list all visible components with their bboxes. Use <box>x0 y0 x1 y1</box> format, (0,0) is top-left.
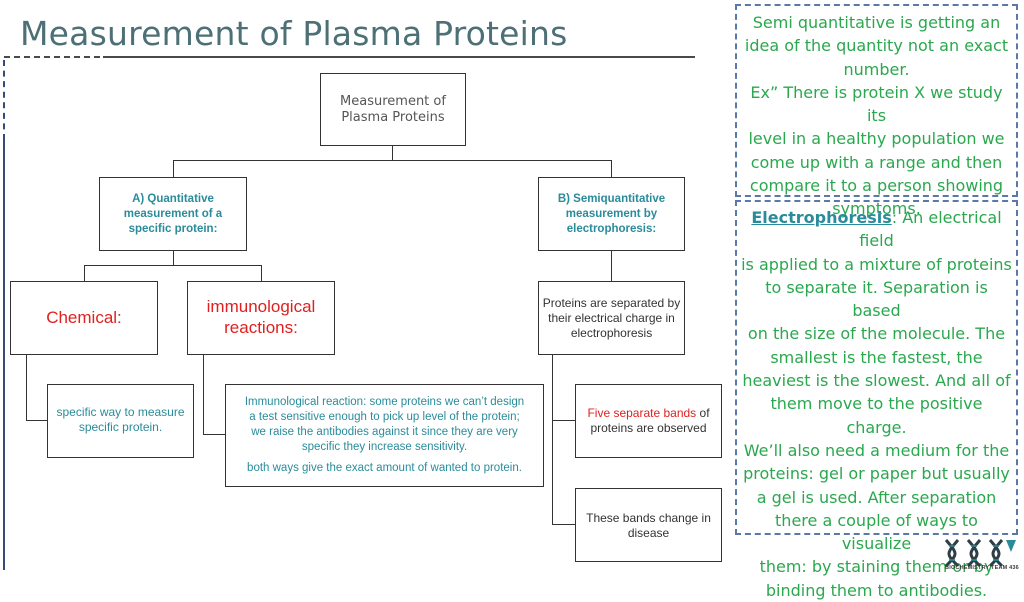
note-line: to separate it. Separation is based <box>765 277 988 321</box>
note-line: is applied to a mixture of proteins <box>741 254 1012 274</box>
immuno-reaction-line: Immunological reaction: some proteins we… <box>244 396 525 408</box>
semiquantitative-line: measurement by <box>565 207 658 220</box>
semiquantitative-line: electrophoresis: <box>566 222 657 235</box>
root-node: Measurement of Plasma Proteins <box>320 73 466 146</box>
five-bands-line: proteins are observed <box>590 421 707 435</box>
connector-line <box>203 434 225 435</box>
five-bands-line: Five separate bands of <box>587 406 709 421</box>
note-line: level in a healthy population we <box>748 129 1005 149</box>
immuno-reaction-line: both ways give the exact amount of wante… <box>247 462 522 474</box>
left-border <box>3 140 5 570</box>
note-line: We’ll also need a medium for the <box>743 440 1010 460</box>
root-node-line: Plasma Proteins <box>341 109 445 125</box>
quantitative-line: measurement of a <box>123 207 223 220</box>
immunological-line: reactions: <box>224 318 298 337</box>
immuno-reaction-line: a test sensitive enough to pick up level… <box>249 411 520 423</box>
chemical-label: Chemical: <box>46 308 122 327</box>
immuno-reaction-line: specific they increase sensitivity. <box>301 441 468 453</box>
connector-line <box>261 265 262 281</box>
five-bands-rest: of <box>696 406 710 420</box>
semiquantitative-line: B) Semiquantitative <box>557 192 666 205</box>
connector-line <box>611 160 612 177</box>
chemical-node: Chemical: <box>10 281 158 355</box>
electrophoresis-keyword: Electrophoresis <box>751 208 892 227</box>
note-line: charge. <box>846 417 907 437</box>
note-line: come up with a range and then <box>750 152 1003 172</box>
immuno-reaction-node: Immunological reaction: some proteins we… <box>225 384 544 487</box>
note-line: Semi quantitative is getting an <box>752 13 1001 32</box>
connector-line <box>173 160 612 161</box>
note-line: there a couple of ways to visualize <box>775 510 978 554</box>
note-line: them: by staining them or by <box>759 557 994 577</box>
title-underline <box>103 56 695 58</box>
semiquantitative-node: B) Semiquantitative measurement by elect… <box>538 177 685 251</box>
specific-line: specific way to measure <box>56 405 185 419</box>
specific-line: specific protein. <box>78 420 163 434</box>
quantitative-line: specific protein: <box>128 222 218 235</box>
note-line: heaviest is the slowest. And all of <box>742 371 1011 391</box>
separated-line: Proteins are separated by <box>542 296 681 310</box>
note-line: on the size of the molecule. The <box>747 324 1006 344</box>
connector-line <box>84 265 85 281</box>
connector-line <box>552 524 575 525</box>
note-line: number. <box>843 59 910 79</box>
note-line: smallest is the fastest, the <box>770 347 983 367</box>
root-node-line: Measurement of <box>340 93 446 109</box>
electrophoresis-note: Electrophoresis: An electrical field is … <box>735 200 1018 600</box>
connector-line <box>552 355 553 525</box>
connector-line <box>203 355 204 435</box>
five-bands-highlight: Five separate bands <box>587 406 697 420</box>
connector-line <box>26 420 47 421</box>
note-line: Electrophoresis: An electrical field <box>741 206 1012 253</box>
biochemistry-team-logo <box>944 539 1016 568</box>
five-bands-node: Five separate bands of proteins are obse… <box>575 384 722 458</box>
semi-quantitative-note: Semi quantitative is getting an idea of … <box>735 4 1018 218</box>
note-line: a gel is used. After separation <box>756 487 997 507</box>
quantitative-line: A) Quantitative <box>132 192 214 205</box>
note-line: symptoms. <box>832 199 921 219</box>
bands-change-line: disease <box>627 526 670 540</box>
note-line: idea of the quantity not an exact <box>744 36 1009 56</box>
left-border-dashed <box>3 60 5 140</box>
page-title: Measurement of Plasma Proteins <box>20 14 568 53</box>
separated-line: their electrical charge in <box>548 311 675 325</box>
note-line: compare it to a person showing <box>749 176 1004 196</box>
separated-node: Proteins are separated by their electric… <box>538 281 685 355</box>
separated-line: electrophoresis <box>570 326 653 340</box>
connector-line <box>173 251 174 266</box>
quantitative-node: A) Quantitative measurement of a specifi… <box>99 177 247 251</box>
immunological-line: immunological <box>206 297 316 316</box>
note-line: them move to the positive <box>770 394 983 414</box>
connector-line <box>173 160 174 177</box>
immuno-reaction-line: we raise the antibodies against it since… <box>251 426 518 438</box>
note-line: proteins: gel or paper but usually <box>743 464 1010 484</box>
connector-line <box>611 251 612 281</box>
connector-line <box>552 420 575 421</box>
bands-change-line: These bands change in <box>586 511 711 525</box>
immunological-node: immunological reactions: <box>187 281 335 355</box>
connector-line <box>84 265 262 266</box>
specific-node: specific way to measure specific protein… <box>47 384 194 458</box>
note-line: Ex” There is protein X we study its <box>750 82 1003 126</box>
title-underline-dashed <box>4 56 100 58</box>
connector-line <box>392 146 393 160</box>
bands-change-node: These bands change in disease <box>575 488 722 562</box>
note-text: : An electrical field <box>859 208 1002 251</box>
logo-text: BIOCHEMISTRY TEAM 436 <box>945 565 1019 571</box>
connector-line <box>26 355 27 421</box>
note-line: binding them to antibodies. <box>765 580 988 600</box>
